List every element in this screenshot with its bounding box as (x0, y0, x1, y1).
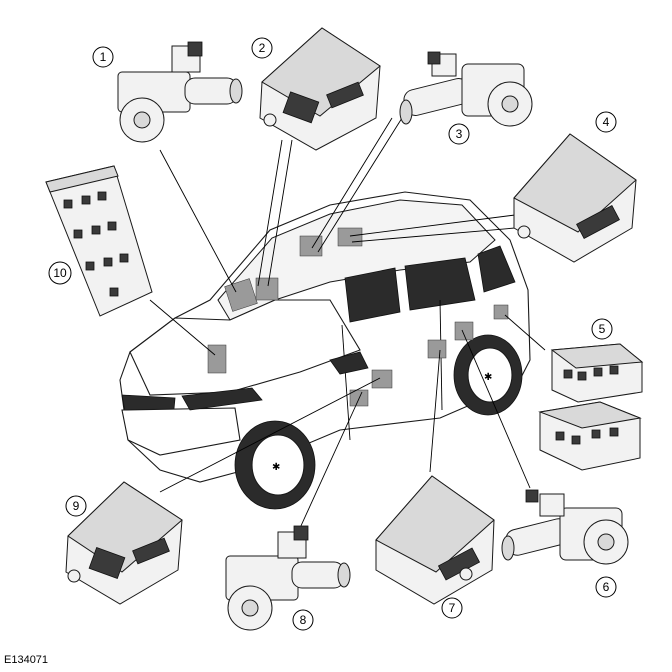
callouts: 1 2 3 4 5 6 7 8 (48, 37, 617, 631)
callout-1-label: 1 (100, 50, 107, 64)
callout-6: 6 (595, 576, 617, 598)
callout-5-label: 5 (599, 322, 606, 336)
svg-text:✱: ✱ (272, 462, 280, 473)
window-motor-3 (399, 51, 533, 127)
window-motor-1 (117, 41, 243, 143)
fuse-box-10 (45, 165, 153, 317)
callout-4-label: 4 (603, 115, 610, 129)
callout-8-label: 8 (300, 613, 307, 627)
fuse-box-5 (538, 343, 644, 471)
window-motor-6 (501, 489, 629, 565)
callout-3-label: 3 (456, 127, 463, 141)
window-motor-8 (225, 525, 351, 631)
callout-8: 8 (292, 609, 314, 631)
callout-5: 5 (591, 318, 613, 340)
callout-4: 4 (595, 111, 617, 133)
callout-10: 10 (48, 261, 72, 285)
leader-lines (149, 117, 546, 529)
figure-id: E134071 (4, 654, 49, 666)
callout-2-label: 2 (259, 41, 266, 55)
callout-9: 9 (65, 495, 87, 517)
callout-3: 3 (448, 123, 470, 145)
callout-7-label: 7 (449, 601, 456, 615)
callout-9-label: 9 (73, 499, 80, 513)
door-module-7 (375, 475, 495, 605)
callout-1: 1 (92, 46, 114, 68)
svg-text:✱: ✱ (484, 372, 492, 383)
callout-2: 2 (251, 37, 273, 59)
callout-6-label: 6 (603, 580, 610, 594)
door-module-9 (65, 481, 183, 605)
door-module-4 (513, 133, 637, 263)
door-module-2 (259, 27, 381, 151)
callout-10-label: 10 (53, 266, 67, 280)
callout-7: 7 (441, 597, 463, 619)
vehicle-illustration: ✱ ✱ (119, 191, 531, 510)
